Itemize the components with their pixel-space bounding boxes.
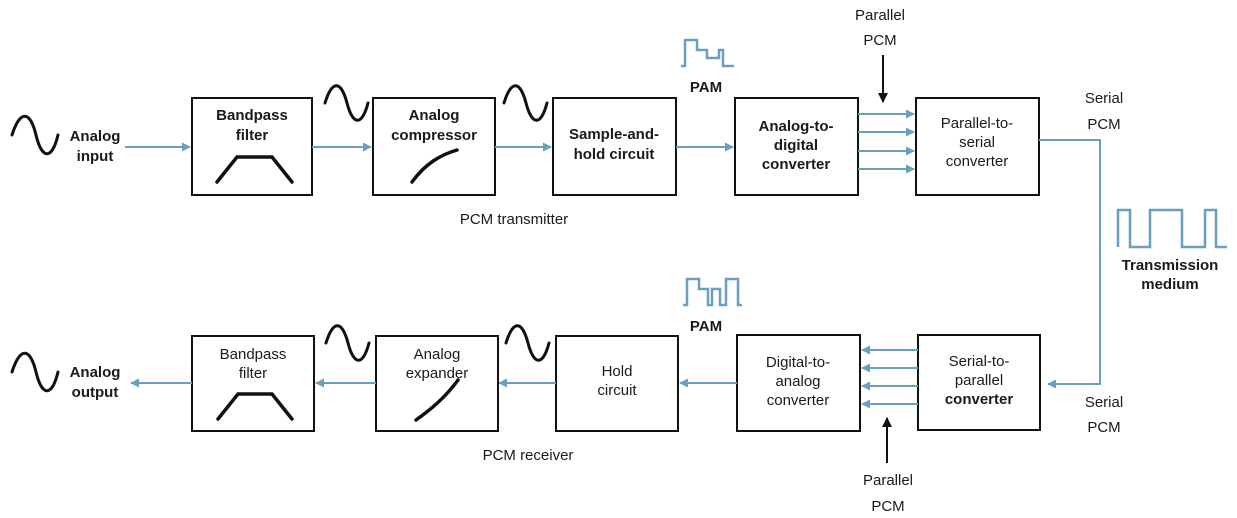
bandpass-response-icon — [216, 392, 294, 421]
serial-link-line — [1039, 139, 1101, 389]
sample-and-hold-block: Sample-and-hold circuit — [552, 97, 677, 196]
sine-wave-icon — [504, 324, 551, 362]
sine-wave-icon — [323, 84, 370, 122]
serial-pulse-train-icon — [1116, 208, 1227, 249]
sine-wave-icon — [502, 84, 549, 122]
receiver-caption: PCM receiver — [483, 447, 574, 464]
sine-wave-icon — [324, 324, 371, 362]
rx-pam-label: PAM — [690, 318, 722, 335]
bandpass-response-icon — [215, 155, 294, 184]
pam-pulses-icon — [681, 38, 734, 68]
expander-curve-icon — [414, 378, 460, 422]
sine-wave-icon — [10, 114, 60, 156]
tx-pam-label: PAM — [690, 79, 722, 96]
compressor-curve-icon — [410, 148, 459, 184]
pam-pulses-icon — [683, 277, 742, 307]
svg-text:Sample-and-hold circuit: Sample-and-hold circuit — [569, 126, 659, 163]
transmitter-caption: PCM transmitter — [460, 211, 568, 228]
sine-wave-icon — [10, 351, 60, 393]
